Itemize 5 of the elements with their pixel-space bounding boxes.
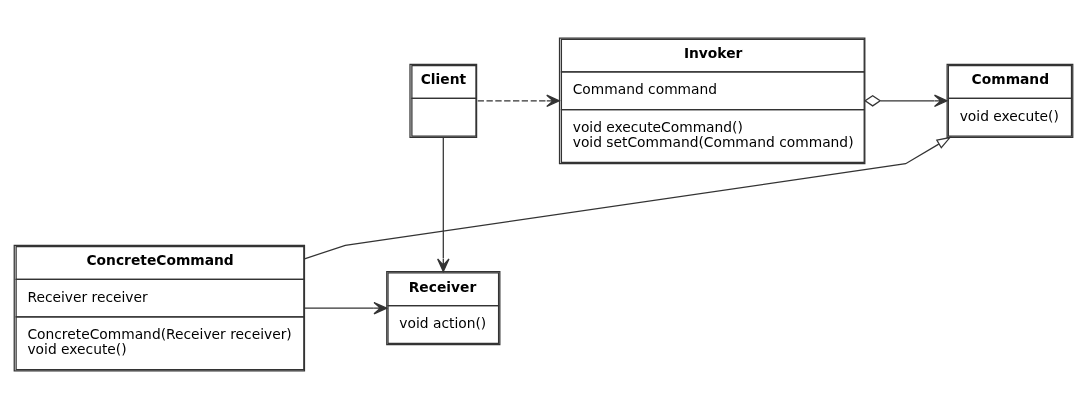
arrow bbox=[303, 136, 952, 260]
arrow bbox=[437, 136, 450, 273]
arrow bbox=[304, 301, 388, 315]
arrow bbox=[864, 94, 948, 108]
arrow bbox=[477, 94, 560, 108]
